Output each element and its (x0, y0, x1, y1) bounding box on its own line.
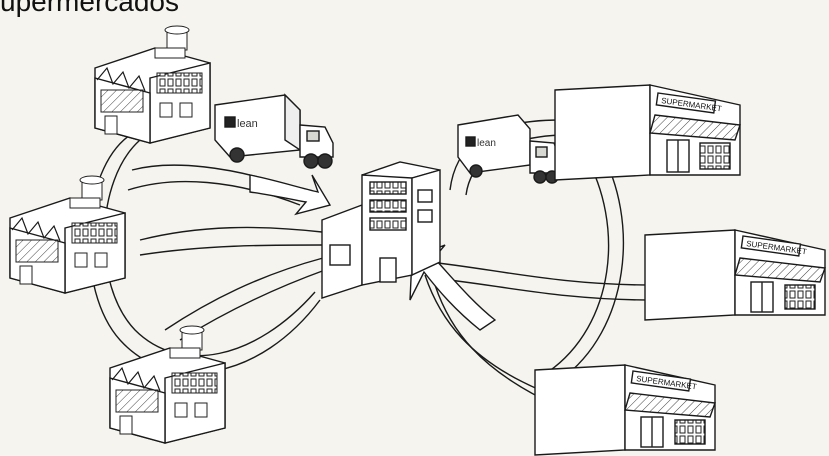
supermarket-building: SUPERMARKET (644, 229, 826, 321)
factory-building (109, 325, 226, 444)
delivery-truck: lean (457, 114, 561, 184)
supermarket-building: SUPERMARKET (554, 84, 741, 181)
factory-building (94, 25, 211, 144)
delivery-truck: lean (214, 93, 334, 169)
left-arrow-head (249, 174, 332, 216)
page-title: upermercados (0, 0, 179, 17)
factory-building (9, 175, 126, 294)
truck-logo-text: lean (237, 118, 258, 130)
supermarket-building: SUPERMARKET (534, 364, 716, 456)
truck-logo-text: lean (477, 138, 496, 149)
distribution-center (321, 161, 441, 299)
